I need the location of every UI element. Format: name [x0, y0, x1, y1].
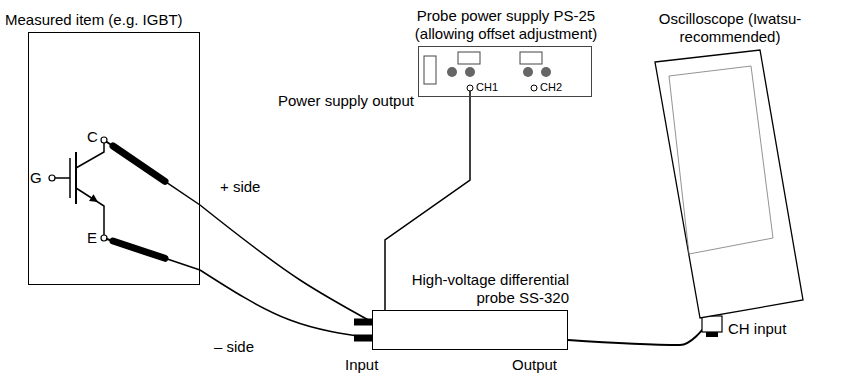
node-heading: Probe power supply PS-25 (allowing offse… [399, 7, 614, 43]
node-heading: Measured item (e.g. IGBT) [5, 11, 183, 29]
collector-lead [76, 143, 104, 168]
probe-wire [165, 181, 200, 205]
oscilloscope-screen [669, 66, 773, 254]
input-note: CH input [728, 320, 786, 338]
adjust-knob [523, 67, 533, 77]
port-label: Output [512, 356, 557, 374]
channel-label: CH1 [476, 81, 498, 94]
node-heading: Oscilloscope (Iwatsu-recommended) [645, 10, 815, 46]
bnc-connector [702, 316, 722, 332]
cable [200, 270, 372, 338]
emitter-lead [76, 188, 104, 235]
gate-lead [55, 177, 70, 179]
oscilloscope-outline [655, 50, 805, 318]
bnc-connector-band [706, 332, 718, 337]
cable [568, 318, 712, 345]
adjust-knob [541, 67, 551, 77]
output-note: Power supply output [278, 92, 414, 110]
output-socket [467, 85, 473, 91]
input-plug [354, 319, 372, 326]
pin-label: G [30, 169, 42, 187]
channel-bar [75, 152, 77, 204]
emitter-arrow [89, 194, 98, 202]
output-socket [531, 85, 537, 91]
measured-item-box: Measured item (e.g. IGBT) [28, 32, 200, 285]
probe-wire [165, 258, 200, 270]
probe-body [113, 241, 165, 258]
oscilloscope-body [655, 50, 803, 318]
power-supply-panel: Probe power supply PS-25 (allowing offse… [418, 46, 592, 97]
display-window [520, 52, 542, 64]
emitter-terminal [101, 235, 107, 241]
lead-label: + side [218, 178, 262, 196]
probe-body [113, 146, 165, 181]
oscilloscope: Oscilloscope (Iwatsu-recommended) [655, 50, 805, 318]
gate-plate [69, 158, 71, 198]
pin-label: C [87, 128, 98, 146]
gate-terminal [49, 175, 55, 181]
differential-probe-box: High-voltage differential probe SS-320 [372, 310, 568, 350]
node-heading: High-voltage differential probe SS-320 [394, 271, 569, 307]
input-plug [354, 335, 372, 342]
channel-label: CH2 [540, 81, 562, 94]
lead-label: – side [212, 338, 256, 356]
adjust-knob [465, 67, 475, 77]
pin-label: E [87, 229, 97, 247]
port-label: Input [345, 356, 378, 374]
cable [200, 205, 372, 322]
power-switch [424, 56, 436, 84]
display-window [458, 52, 480, 64]
connector-group [200, 97, 712, 345]
adjust-knob [447, 67, 457, 77]
igbt-symbol [55, 143, 104, 235]
